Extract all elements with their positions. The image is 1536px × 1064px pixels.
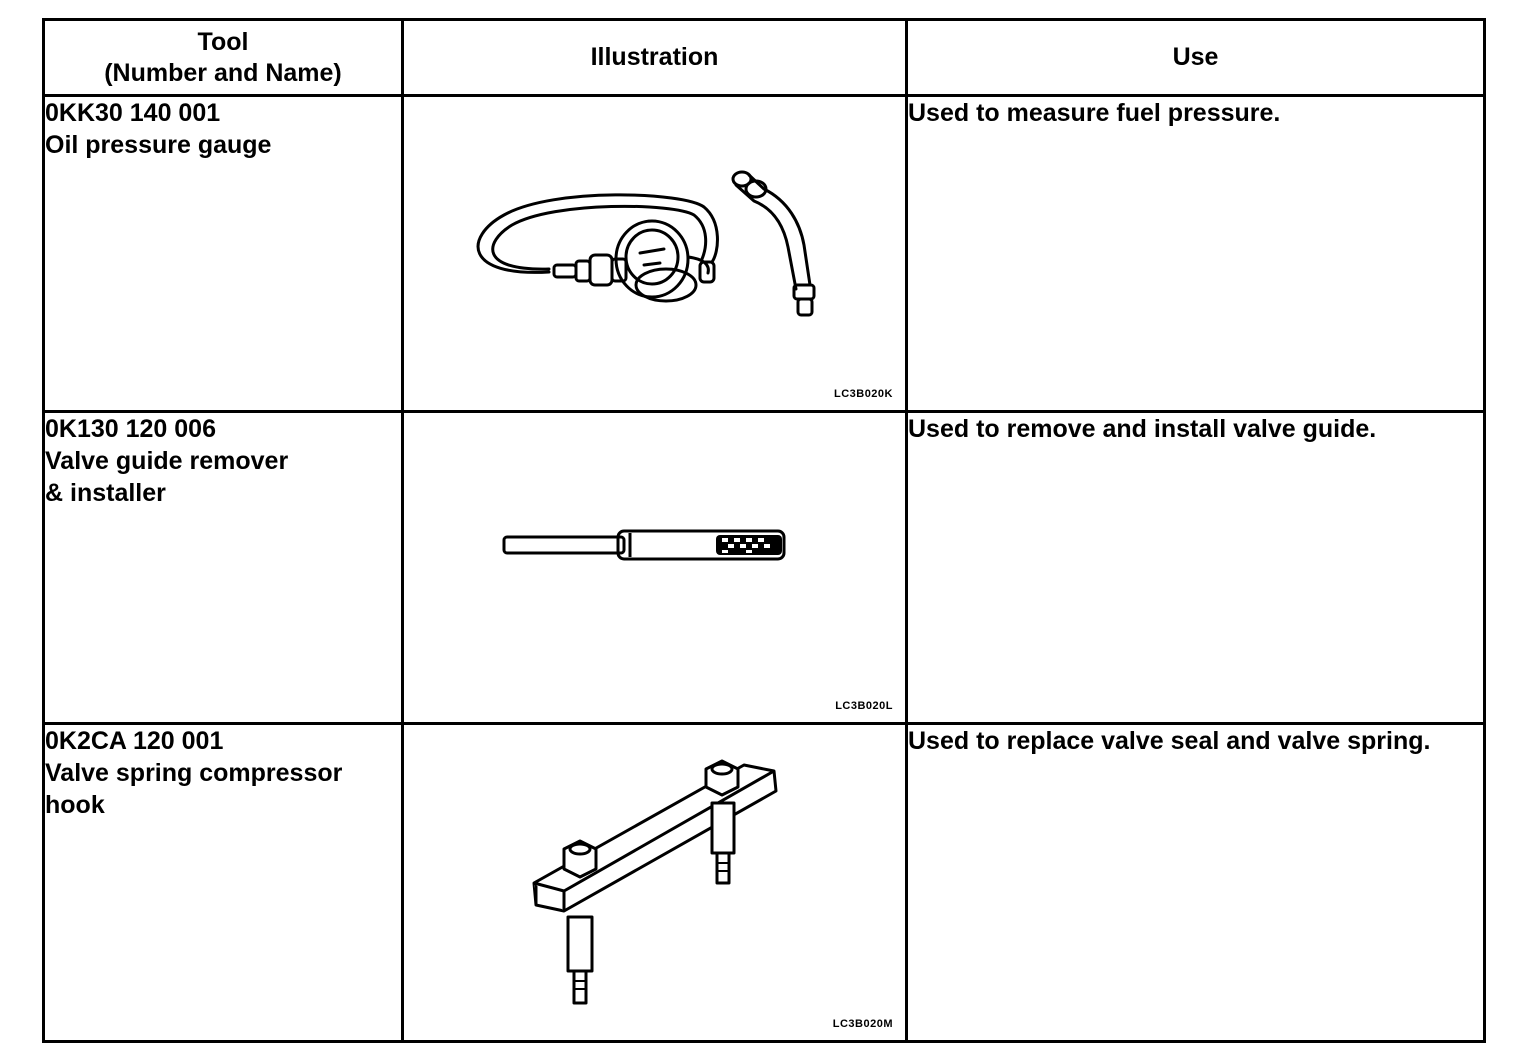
table-row: 0K130 120 006 Valve guide remover & inst… [42, 410, 1486, 725]
use-cell: Used to replace valve seal and valve spr… [905, 722, 1486, 1043]
tool-name-line: Valve spring compressor [45, 759, 343, 787]
illustration-cell: LC3B020K [401, 94, 908, 413]
valve-spring-compressor-hook-icon [532, 759, 778, 1005]
special-tools-table: Tool (Number and Name) Illustration Use … [42, 18, 1486, 1043]
tool-number: 0K130 120 006 [45, 415, 216, 443]
table-row: 0K2CA 120 001 Valve spring compressor ho… [42, 722, 1486, 1043]
header-tool-line2: (Number and Name) [104, 58, 342, 87]
tool-name-line: Valve guide remover [45, 447, 289, 475]
tool-number: 0K2CA 120 001 [45, 727, 224, 755]
illustration-code: LC3B020L [835, 700, 893, 712]
table-row: 0KK30 140 001 Oil pressure gauge [42, 94, 1486, 413]
use-cell: Used to remove and install valve guide. [905, 410, 1486, 725]
header-illustration: Illustration [401, 18, 908, 97]
header-row: Tool (Number and Name) Illustration Use [42, 18, 1486, 97]
tool-name-line: & installer [45, 479, 166, 507]
tool-cell: 0K2CA 120 001 Valve spring compressor ho… [42, 722, 404, 1043]
header-tool-line1: Tool [197, 27, 249, 56]
illustration-cell: LC3B020M [401, 722, 908, 1043]
tool-number: 0KK30 140 001 [45, 99, 221, 127]
use-cell: Used to measure fuel pressure. [905, 94, 1486, 413]
illustration-cell: LC3B020L [401, 410, 908, 725]
tool-cell: 0KK30 140 001 Oil pressure gauge [42, 94, 404, 413]
oil-pressure-gauge-icon [476, 170, 816, 317]
illustration-code: LC3B020K [833, 388, 893, 400]
illustration-code: LC3B020M [832, 1018, 893, 1030]
header-use: Use [905, 18, 1486, 97]
tool-cell: 0K130 120 006 Valve guide remover & inst… [42, 410, 404, 725]
tool-name-line: hook [45, 791, 105, 819]
header-tool: Tool (Number and Name) [42, 18, 404, 97]
tool-name-line: Oil pressure gauge [45, 131, 272, 159]
valve-guide-remover-icon [502, 529, 786, 561]
